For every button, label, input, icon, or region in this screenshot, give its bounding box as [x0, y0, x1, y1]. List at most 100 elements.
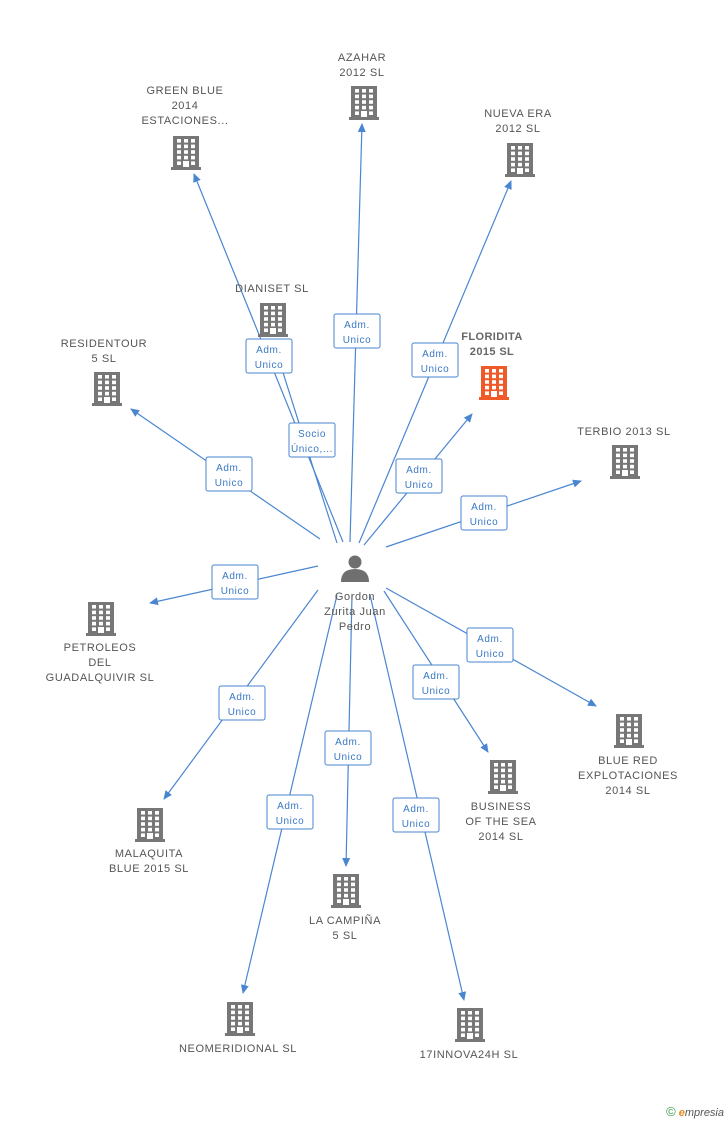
building-window [278, 311, 282, 316]
edge-label-residentour[interactable]: Adm.Unico [205, 456, 253, 492]
edge-label-17innova[interactable]: Adm. Unico [392, 797, 440, 833]
node-label-neomeridional[interactable]: NEOMERIDIONAL SL [179, 1043, 297, 1055]
building-window [155, 827, 159, 832]
building-window [351, 888, 355, 892]
node-label-17innova[interactable]: 17INNOVA24H SL [420, 1049, 519, 1061]
building-window [271, 306, 275, 310]
edge-label-la-campina[interactable]: Adm.Unico [324, 730, 372, 766]
building-window [271, 317, 275, 321]
edge-label-green-blue[interactable]: Adm.Unico [245, 338, 293, 374]
building-base [610, 476, 640, 479]
building-door [626, 739, 632, 745]
edge-label-box [218, 685, 266, 721]
building-window [525, 151, 529, 156]
brand-initial: e [678, 1107, 685, 1119]
building-window [141, 816, 145, 821]
edge-label-terbio[interactable]: Adm.Unico [460, 495, 508, 531]
edge-label-floridita[interactable]: Adm.Unico [395, 458, 443, 494]
building-window [344, 888, 348, 892]
edge-label-text: Unico [402, 819, 431, 830]
building-window [184, 155, 188, 160]
building-window [148, 822, 152, 826]
building-door [183, 161, 189, 167]
edge-label-business-sea[interactable]: Adm.Unico [412, 664, 460, 700]
building-door [622, 470, 628, 476]
node-label-line: GUADALQUIVIR SL [46, 672, 155, 684]
building-window [525, 162, 529, 167]
building-window [184, 144, 188, 149]
building-icon[interactable] [610, 445, 640, 479]
building-window [525, 157, 529, 161]
building-icon[interactable] [86, 602, 116, 636]
building-window [475, 1016, 479, 1021]
building-icon[interactable] [225, 1002, 255, 1036]
node-label-dianiset[interactable]: DIANISET SL [235, 283, 309, 295]
building-window [468, 1016, 472, 1021]
building-window [499, 374, 503, 379]
edge-label-text: Adm. [344, 320, 370, 331]
edge-label-nueva-era[interactable]: Adm.Unico [411, 342, 459, 378]
building-icon[interactable] [488, 760, 518, 794]
node-label-line: BUSINESS [471, 801, 531, 813]
building-icon[interactable] [331, 874, 361, 908]
building-window [231, 1016, 235, 1020]
building-window [494, 768, 498, 773]
building-icon[interactable] [349, 86, 379, 120]
person-icon[interactable] [341, 555, 369, 583]
edge-label-text: Adm. [403, 804, 429, 815]
building-window [468, 1022, 472, 1026]
building-window [501, 779, 505, 784]
building-door [104, 397, 110, 403]
edge-label-box [211, 564, 259, 600]
building-window [344, 882, 348, 887]
building-icon[interactable] [505, 143, 535, 177]
building-door [237, 1027, 243, 1033]
building-window [99, 605, 103, 609]
building-window [485, 369, 489, 373]
edge-label-blue-red[interactable]: Adm.Unico [466, 627, 514, 663]
edge-label-dianiset[interactable]: SocioÚnico,... [288, 422, 336, 458]
building-icon[interactable] [614, 714, 644, 748]
building-window [264, 317, 268, 321]
edge-label-malaquita[interactable]: Adm.Unico [218, 685, 266, 721]
building-window [278, 322, 282, 327]
node-label-line: TERBIO 2013 SL [577, 426, 670, 438]
edge-label-neomeridional[interactable]: Adm.Unico [266, 794, 314, 830]
footer-brand[interactable]: © empresia [666, 1104, 724, 1119]
building-window [623, 453, 627, 458]
building-base [505, 174, 535, 177]
building-window [238, 1010, 242, 1015]
building-icon[interactable] [92, 372, 122, 406]
building-window [264, 322, 268, 327]
building-icon[interactable] [135, 808, 165, 842]
building-window [155, 822, 159, 826]
edge-label-text: Adm. [216, 463, 242, 474]
building-icon[interactable] [479, 366, 509, 400]
building-window [511, 151, 515, 156]
building-icon[interactable] [455, 1008, 485, 1042]
node-label-line: 2012 SL [339, 67, 384, 79]
building-window [499, 369, 503, 373]
building-window [105, 391, 109, 396]
building-window [245, 1027, 249, 1031]
edge-label-petroleos[interactable]: Adm.Unico [211, 564, 259, 600]
building-icon[interactable] [171, 136, 201, 170]
node-label-terbio[interactable]: TERBIO 2013 SL [577, 426, 670, 438]
building-icon[interactable] [258, 303, 288, 337]
building-door [343, 899, 349, 905]
edge-label-azahar[interactable]: Adm.Unico [333, 313, 381, 349]
building-window [494, 763, 498, 767]
